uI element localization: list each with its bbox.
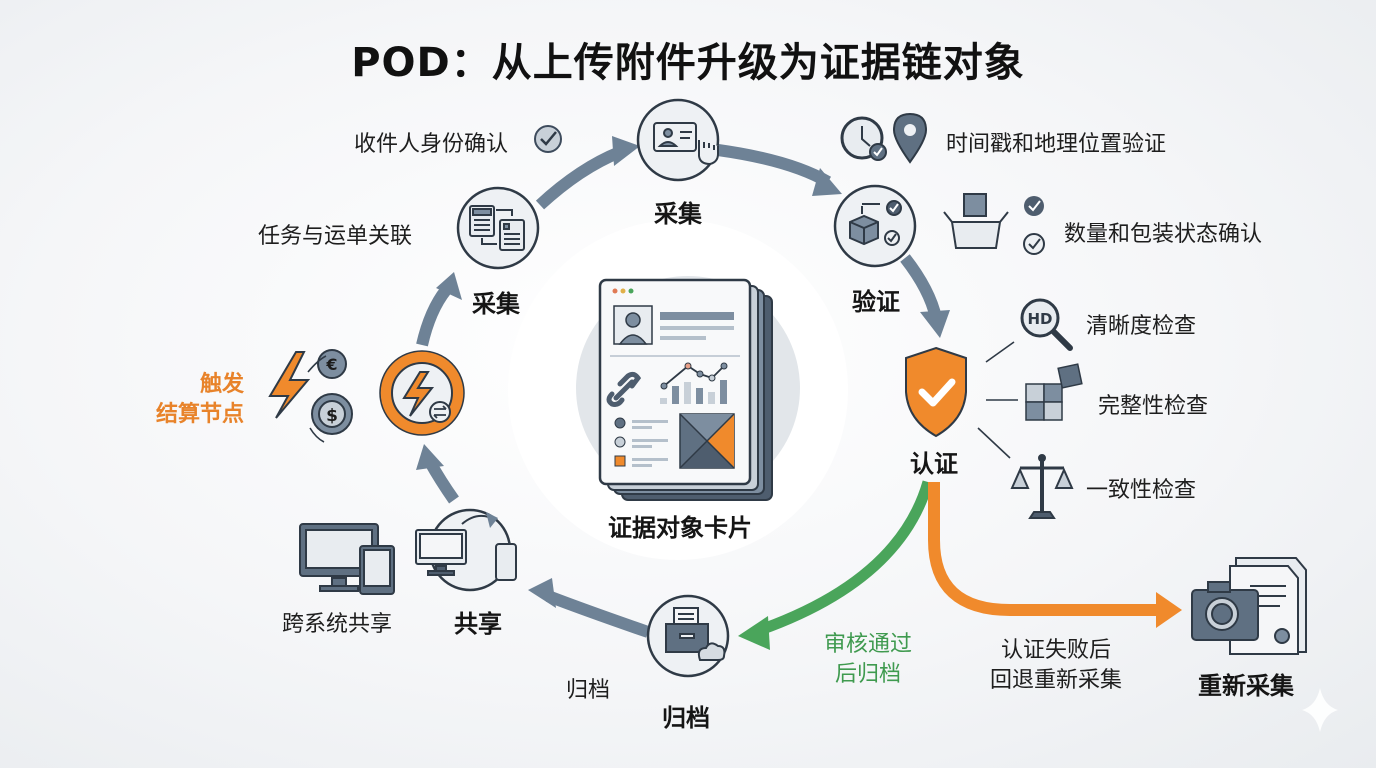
cross-system-label: 跨系统共享 (282, 612, 393, 637)
approve-arrow (758, 480, 934, 636)
camera-document-icon (1191, 557, 1307, 655)
lightning-bolt-icon (268, 351, 311, 419)
shield-check-icon (905, 346, 967, 438)
recipient-id-label: 收件人身份确认 (354, 132, 509, 157)
balance-scale-icon (1010, 454, 1074, 519)
stage-label-collect-top: 采集 (654, 200, 702, 228)
hd-text: HD (1027, 310, 1052, 328)
clock-icon (840, 116, 887, 161)
lightning-exchange-icon (402, 371, 451, 423)
archive-cabinet-icon (665, 607, 726, 661)
flow-arrow-collect-to-collect (535, 146, 623, 210)
puzzle-icon (1025, 363, 1083, 421)
evidence-card-icon (598, 278, 773, 501)
stage-label-archive: 归档 (662, 704, 710, 732)
approved-label-line1: 审核通过 (823, 632, 912, 657)
arrowhead (436, 272, 462, 300)
connector-line (977, 427, 1011, 459)
stage-label-recollect: 重新采集 (1198, 672, 1294, 700)
fail-label-line2: 回退重新采集 (989, 668, 1122, 693)
flow-arrow-collect-to-verify (717, 144, 832, 188)
flow-arrow-verify-to-certify (900, 254, 942, 320)
consistency-check-label: 一致性检查 (1086, 478, 1197, 503)
clarity-check-label: 清晰度检查 (1086, 314, 1197, 339)
task-waybill-label: 任务与运单关联 (258, 224, 413, 249)
flow-arrow-share-to-settle (424, 459, 459, 504)
dollar-coin-icon (311, 393, 353, 435)
box-check-icon (849, 200, 902, 246)
location-pin-icon (892, 112, 928, 164)
stage-label-share: 共享 (454, 610, 502, 638)
euro-symbol: € (325, 355, 337, 374)
completeness-check-label: 完整性检查 (1098, 394, 1209, 419)
fail-arrow (928, 482, 1160, 616)
stage-label-collect-left: 采集 (472, 290, 520, 318)
flow-arrow-archive-to-share (545, 590, 650, 638)
stage-label-certify: 认证 (910, 450, 958, 478)
settlement-label-line1: 触发 (200, 372, 245, 397)
fail-label-line1: 认证失败后 (1000, 638, 1111, 663)
dollar-symbol: $ (326, 406, 338, 426)
page-title: POD：从上传附件升级为证据链对象 (351, 40, 1025, 86)
timestamp-geo-label: 时间戳和地理位置验证 (946, 132, 1167, 157)
fail-arrowhead (1156, 592, 1182, 628)
arrowhead (416, 444, 444, 470)
hd-magnifier-icon (1020, 298, 1073, 351)
document-link-icon (469, 205, 525, 251)
quantity-package-label: 数量和包装状态确认 (1064, 222, 1263, 247)
arrowhead (920, 310, 950, 338)
cross-system-devices-icon (299, 523, 395, 595)
approved-label-line2: 后归档 (834, 662, 901, 687)
sparkle-icon (1302, 688, 1338, 732)
flow-arrow-settle-to-collect (416, 286, 451, 347)
arrowhead (612, 136, 640, 166)
check-circle-outline-icon (1023, 233, 1045, 255)
approve-arrowhead (738, 616, 770, 650)
stage-label-verify: 验证 (852, 288, 900, 316)
check-circle-icon (534, 125, 562, 153)
connector-line (985, 341, 1015, 363)
check-circle-filled-icon (1024, 196, 1044, 216)
devices-sync-icon (415, 512, 517, 581)
archive-side-label: 归档 (566, 678, 611, 703)
boxes-icon (943, 193, 1009, 249)
arrowhead (528, 578, 556, 608)
settlement-label-line2: 结算节点 (156, 402, 245, 427)
center-card-label: 证据对象卡片 (608, 514, 752, 542)
arrowhead (812, 168, 842, 196)
id-card-touch-icon (653, 122, 719, 166)
